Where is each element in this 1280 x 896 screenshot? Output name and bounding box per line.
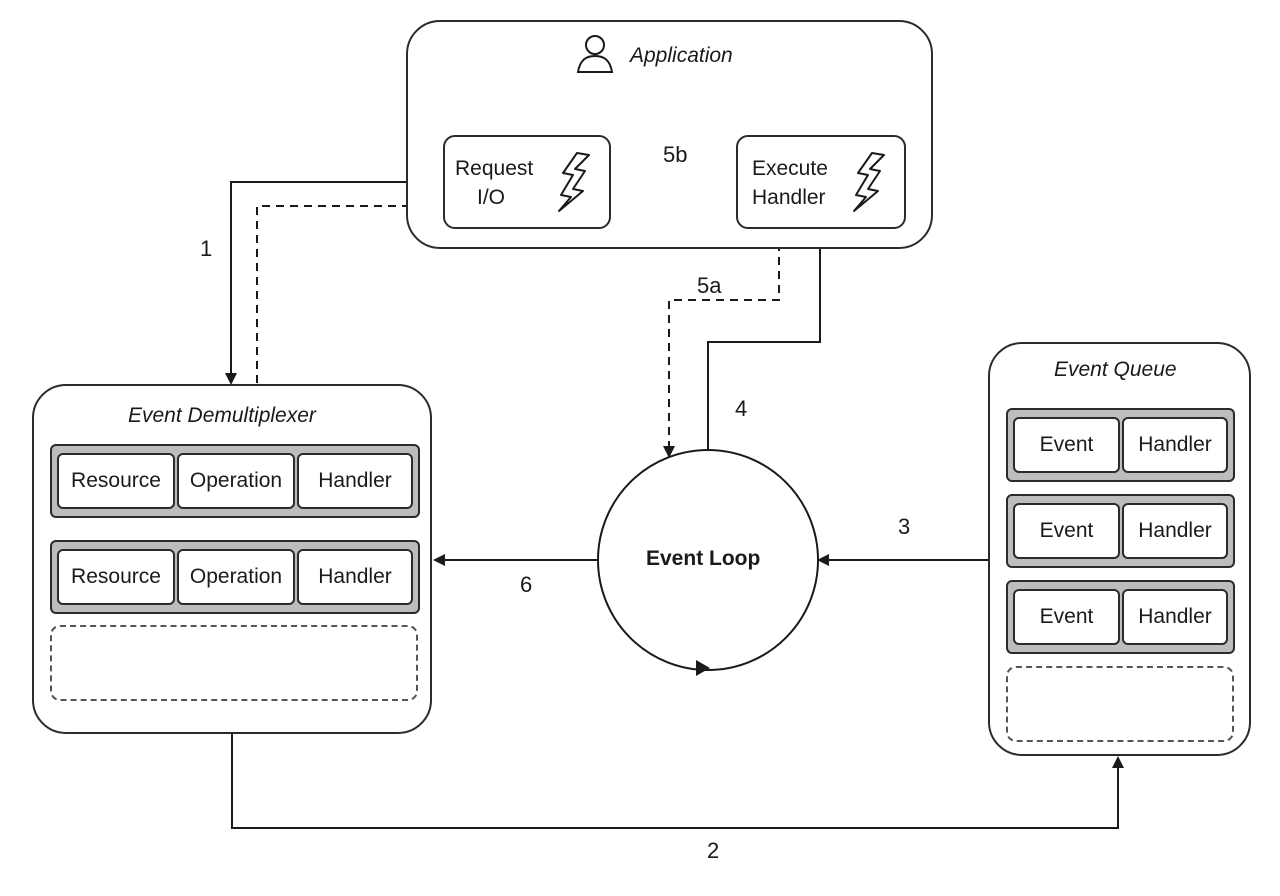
execute-handler-box: Execute Handler [736,135,906,229]
handler-cell: Handler [297,453,413,509]
lightning-icon [853,152,885,212]
event-demultiplexer-box: Event Demultiplexer Resource Operation H… [32,384,432,734]
loop-direction-icon [696,660,710,676]
request-io-label-line1: Request [455,157,534,180]
handler-cell: Handler [1122,589,1228,645]
lightning-icon [558,152,590,212]
step-label-6: 6 [520,572,533,597]
step-label-3: 3 [898,514,911,539]
step-label-5a: 5a [697,273,722,298]
request-io-label-line2: I/O [477,186,506,209]
operation-cell: Operation [177,549,295,605]
event-loop-label: Event Loop [646,547,761,570]
event-cell: Event [1013,503,1120,559]
resource-cell: Resource [57,453,175,509]
event-loop-circle [597,449,819,671]
handler-cell: Handler [1122,503,1228,559]
event-queue-box: Event Queue Event Handler Event Handler … [988,342,1251,756]
queue-row: Event Handler [1006,494,1235,568]
event-queue-title: Event Queue [1054,358,1177,381]
event-cell: Event [1013,417,1120,473]
step-label-5b: 5b [663,142,688,167]
demux-row: Resource Operation Handler [50,540,420,614]
request-io-box: Request I/O [443,135,611,229]
arrow-demux-to-request [256,200,442,383]
arrow-4 [707,231,826,451]
execute-handler-label-line1: Execute [752,157,828,180]
arrow-1 [225,181,443,385]
demux-empty-slot [50,625,418,701]
arrow-5a [663,229,780,458]
queue-row: Event Handler [1006,408,1235,482]
step-label-4: 4 [735,396,748,421]
step-label-1: 1 [200,236,213,261]
event-demultiplexer-title: Event Demultiplexer [128,404,316,427]
step-label-2: 2 [707,838,720,863]
queue-empty-slot [1006,666,1234,742]
operation-cell: Operation [177,453,295,509]
user-icon [576,35,614,73]
handler-cell: Handler [297,549,413,605]
event-cell: Event [1013,589,1120,645]
resource-cell: Resource [57,549,175,605]
queue-row: Event Handler [1006,580,1235,654]
application-title: Application [630,44,733,67]
execute-handler-label-line2: Handler [752,186,826,209]
arrow-2 [231,733,1124,829]
demux-row: Resource Operation Handler [50,444,420,518]
handler-cell: Handler [1122,417,1228,473]
